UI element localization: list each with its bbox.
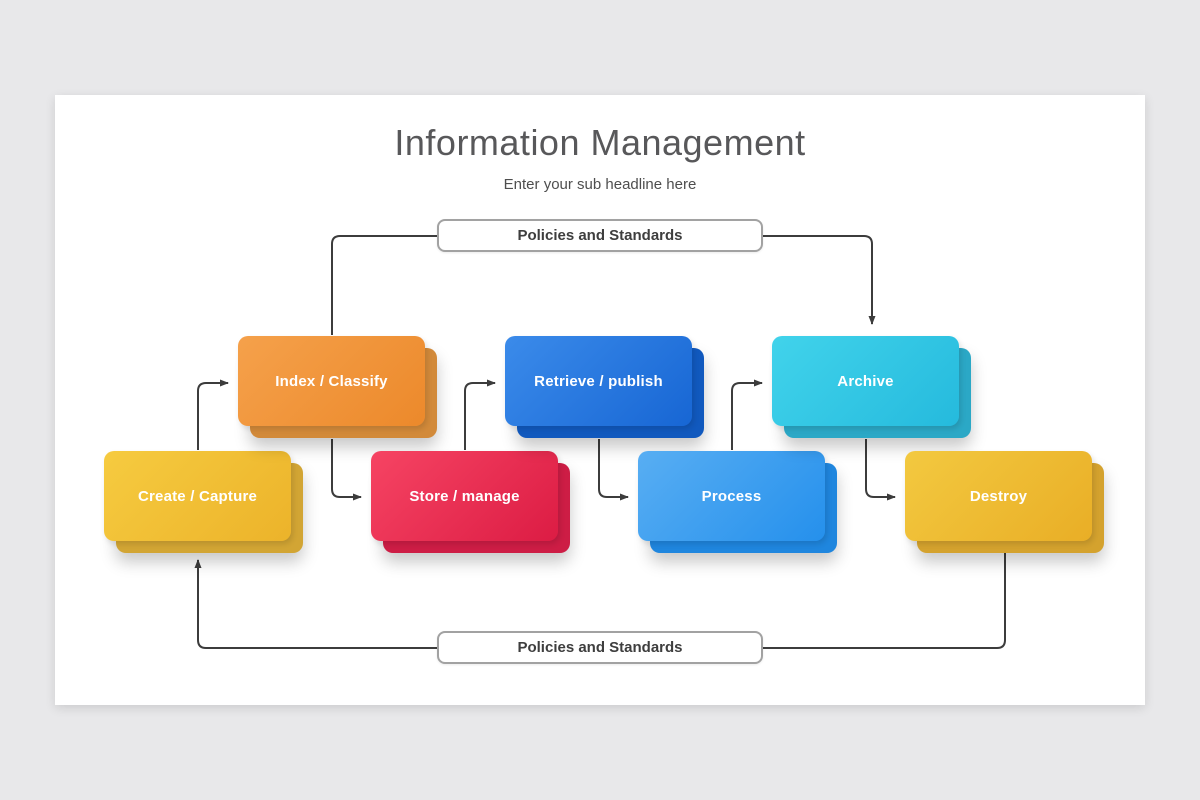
node-index-classify: Index / Classify — [238, 336, 437, 438]
node-create-capture-face: Create / Capture — [104, 451, 291, 541]
page-subtitle: Enter your sub headline here — [503, 176, 697, 193]
connector-destroy-to-bottom-banner — [763, 553, 1006, 649]
node-process-label: Process — [701, 487, 762, 505]
banner-bottom-label: Policies and Standards — [517, 639, 683, 656]
connector-top-banner-to-archive — [763, 235, 876, 325]
node-destroy-face: Destroy — [905, 451, 1092, 541]
node-store-manage-face: Store / manage — [371, 451, 558, 541]
connector-index-to-store — [331, 439, 362, 501]
node-create-capture-label: Create / Capture — [137, 487, 258, 505]
connector-store-to-retrieve — [464, 379, 496, 450]
connector-retrieve-to-process — [598, 439, 629, 501]
node-index-classify-face: Index / Classify — [238, 336, 425, 426]
node-store-manage-label: Store / manage — [409, 487, 520, 505]
page-title: Information Management — [394, 122, 806, 163]
node-archive: Archive — [772, 336, 971, 438]
node-process: Process — [638, 451, 837, 553]
node-archive-face: Archive — [772, 336, 959, 426]
node-archive-label: Archive — [837, 372, 894, 390]
node-retrieve-publish: Retrieve / publish — [505, 336, 704, 438]
connector-archive-to-destroy — [865, 439, 896, 501]
connector-index-to-top-banner — [331, 235, 437, 335]
node-destroy: Destroy — [905, 451, 1104, 553]
node-destroy-label: Destroy — [969, 487, 1028, 505]
banner-policies-top: Policies and Standards — [437, 219, 763, 252]
node-retrieve-publish-face: Retrieve / publish — [505, 336, 692, 426]
banner-policies-bottom: Policies and Standards — [437, 631, 763, 664]
slide-card: Information Management Enter your sub he… — [55, 95, 1145, 705]
flow-connectors — [194, 235, 1006, 649]
node-index-classify-label: Index / Classify — [275, 372, 388, 390]
node-process-face: Process — [638, 451, 825, 541]
connector-bottom-banner-to-create — [194, 559, 437, 649]
banner-top-label: Policies and Standards — [517, 227, 683, 244]
node-store-manage: Store / manage — [371, 451, 570, 553]
node-create-capture: Create / Capture — [104, 451, 303, 553]
connector-create-to-index — [197, 379, 229, 450]
node-retrieve-publish-label: Retrieve / publish — [534, 372, 663, 390]
connector-process-to-archive — [731, 379, 763, 450]
